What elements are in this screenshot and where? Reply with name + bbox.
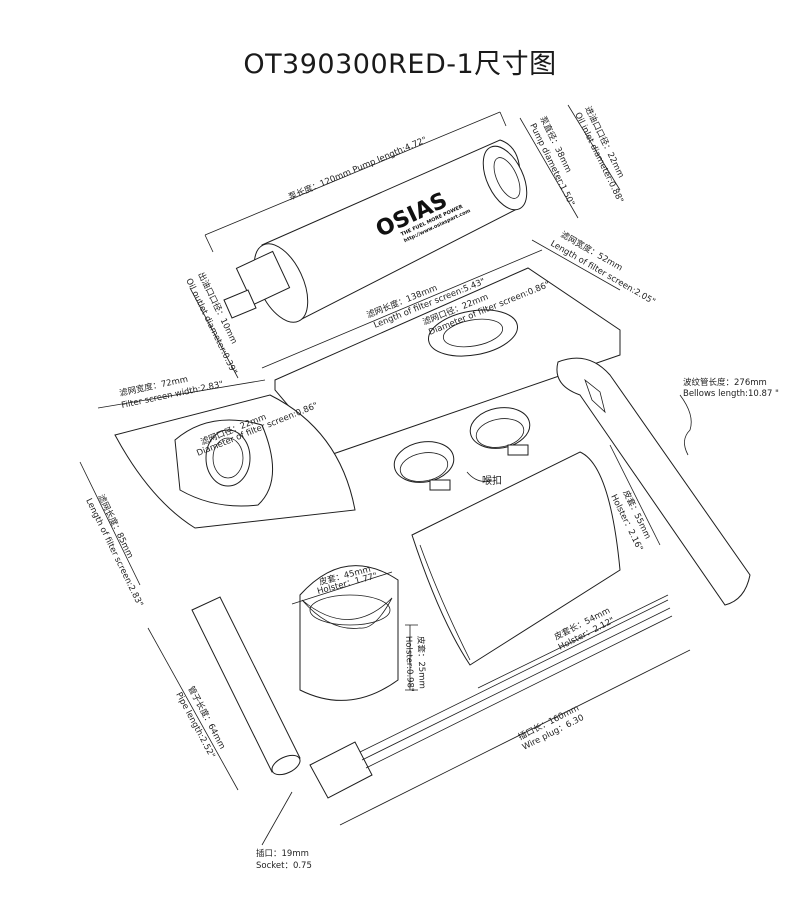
hose-clamp-1 [469,407,531,456]
filter-screen-long [274,267,621,456]
pipe [191,596,301,776]
holster-c-en: Holster:0.98" [403,636,415,692]
clamp-label: 喉扣 [482,474,502,487]
socket-cn: 插口：19mm [256,848,309,859]
holster-sleeve-large [411,451,621,666]
fuel-pump: OSIAS THE FUEL MORE POWER http://www.osi… [223,139,528,323]
bellows-cn: 波纹管长度：276mm [683,377,767,388]
filter-screen-square [114,394,356,529]
bellows-en: Bellows length:10.87 " [683,389,779,399]
hose-clamp-2 [393,441,455,491]
page-title: OT390300RED-1尺寸图 [243,49,557,80]
bellows-tube [556,357,751,606]
holster-c-cn: 皮套：25mm [415,636,428,689]
socket-en: Socket：0.75 [256,861,312,871]
wire-plug [309,599,673,799]
holster-cup [299,565,399,701]
